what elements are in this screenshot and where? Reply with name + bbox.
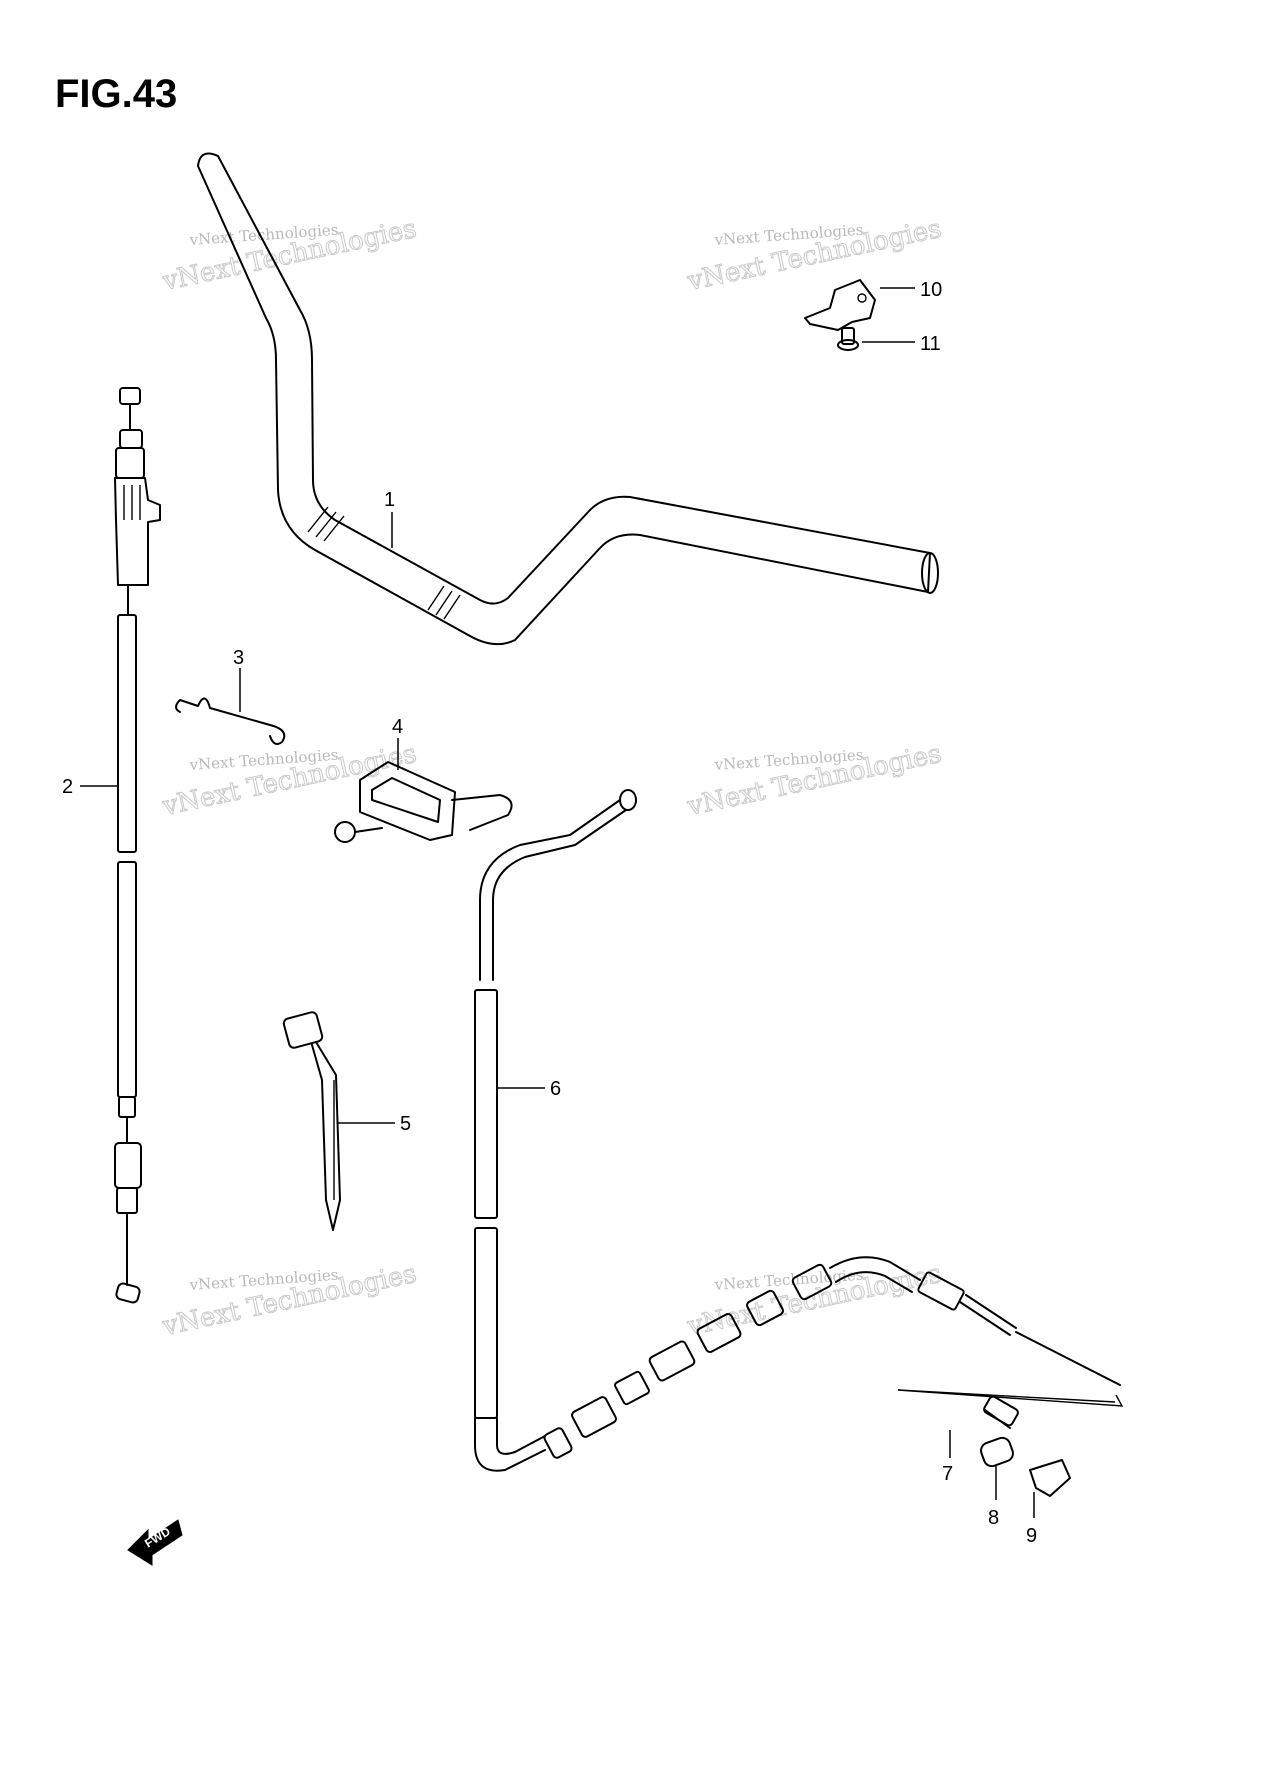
part-6-cable: 6 <box>474 789 1121 1472</box>
callout-6: 6 <box>550 1078 561 1100</box>
part-11-bolt: 11 <box>837 327 941 355</box>
part-1-handlebar: 1 <box>197 152 939 646</box>
callout-4: 4 <box>392 716 403 738</box>
part-4-bracket: 4 <box>334 716 513 843</box>
figure-title: FIG.43 <box>55 72 178 116</box>
callout-1: 1 <box>384 489 395 511</box>
part-3-wire-clip: 3 <box>175 647 286 745</box>
callout-7: 7 <box>942 1463 953 1485</box>
part-10-stay: 10 <box>804 279 942 331</box>
callout-11: 11 <box>920 333 941 355</box>
callout-3: 3 <box>233 647 244 669</box>
part-2-throttle-cable: 2 <box>62 387 161 1304</box>
part-5-cable-tie: 5 <box>282 1011 411 1231</box>
callout-8: 8 <box>988 1507 999 1529</box>
callout-10: 10 <box>920 279 942 301</box>
callout-2: 2 <box>62 776 73 798</box>
callout-9: 9 <box>1026 1525 1037 1547</box>
callout-5: 5 <box>400 1113 411 1135</box>
fwd-arrow-icon: FWD <box>127 1519 183 1566</box>
parts-7-8-9-group: 7 8 9 <box>897 1389 1124 1547</box>
